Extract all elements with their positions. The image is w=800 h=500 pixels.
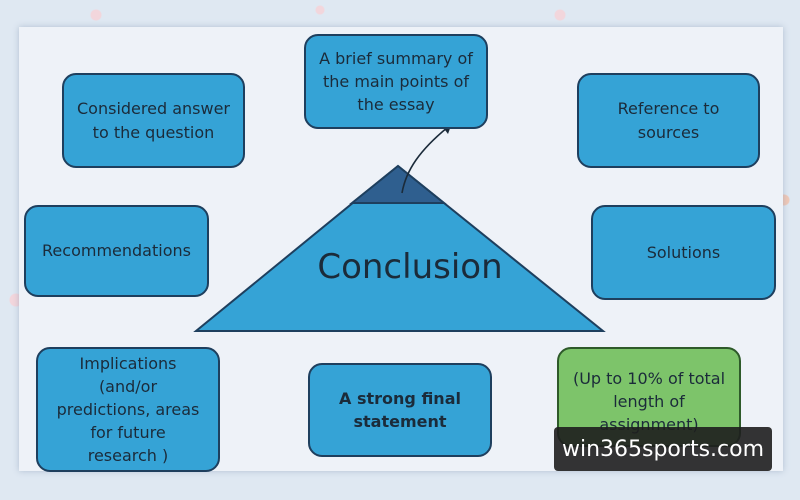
box-considered-answer: Considered answer to the question [62, 73, 245, 168]
arrow-connector [401, 126, 449, 194]
conclusion-label: Conclusion [317, 247, 503, 287]
box-recommendations: Recommendations [24, 205, 209, 297]
box-implications: Implications (and/or predictions, areas … [36, 347, 220, 472]
box-solutions: Solutions [591, 205, 776, 300]
triangle-body [193, 164, 606, 332]
triangle-tip [349, 164, 447, 204]
box-final-statement: A strong final statement [308, 363, 492, 457]
watermark: win365sports.com [554, 427, 772, 471]
box-summary: A brief summary of the main points of th… [304, 34, 488, 129]
box-reference-to-sources: Reference to sources [577, 73, 760, 168]
